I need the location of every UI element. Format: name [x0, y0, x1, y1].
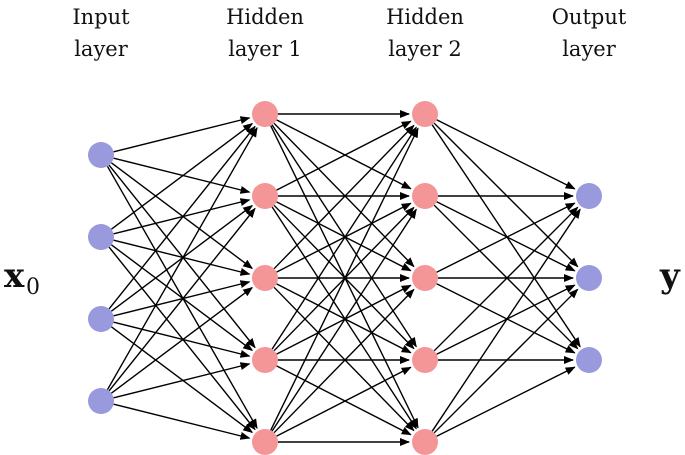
input-vector-label: x: [4, 256, 25, 296]
edge-l1n1-to-l2n3: [273, 204, 415, 350]
edge-l0n0-to-l1n0: [113, 116, 251, 153]
hidden-layer-2-title-line1: Hidden: [386, 5, 464, 29]
hidden-1-node-2: [252, 183, 278, 209]
input-layer-title-line2: layer: [74, 37, 129, 61]
edge-l2n1-to-l3n2: [433, 204, 579, 350]
edge-l0n3-to-l1n0: [106, 127, 258, 391]
edge-l0n2-to-l1n0: [108, 125, 256, 310]
output-layer-title-line2: layer: [562, 37, 617, 61]
edge-l0n3-to-l1n4: [113, 403, 251, 440]
input-node-4: [88, 388, 114, 414]
input-node-3: [88, 306, 114, 332]
edge-l0n1-to-l1n3: [110, 244, 253, 351]
output-vector-label: y: [659, 256, 681, 296]
edge-l1n1-to-l2n4: [271, 206, 417, 430]
output-node-1: [576, 183, 602, 209]
output-node-3: [576, 347, 602, 373]
edge-l1n3-to-l2n2: [276, 284, 412, 355]
hidden-layer-1-title-line2: layer 1: [228, 37, 302, 61]
edge-l1n2-to-l2n0: [273, 124, 415, 270]
hidden-1-node-3: [252, 265, 278, 291]
edge-l2n3-to-l3n1: [436, 284, 576, 355]
edge-l0n0-to-l1n2: [110, 162, 253, 269]
input-layer-title-line1: Input: [72, 5, 130, 29]
edge-l1n4-to-l2n1: [271, 208, 417, 432]
edge-l2n2-to-l3n2: [436, 283, 576, 354]
edge-l1n2-to-l2n4: [273, 286, 415, 432]
hidden-1-node-1: [252, 101, 278, 127]
output-node-2: [576, 265, 602, 291]
edge-l1n3-to-l2n0: [271, 126, 417, 350]
edge-l2n2-to-l3n0: [436, 202, 576, 273]
edge-l0n2-to-l1n2: [113, 280, 251, 317]
input-node-1: [88, 142, 114, 168]
edge-l2n4-to-l3n0: [431, 208, 581, 432]
hidden-2-node-5: [412, 429, 438, 455]
edge-l1n4-to-l2n0: [270, 127, 419, 431]
edge-l0n3-to-l1n1: [108, 207, 256, 392]
hidden-layer-1-title-line1: Hidden: [226, 5, 304, 29]
edge-l0n2-to-l1n3: [113, 321, 251, 358]
edge-l2n1-to-l3n1: [436, 201, 576, 272]
edge-l0n1-to-l1n2: [113, 239, 251, 276]
edge-l0n1-to-l1n0: [110, 122, 253, 230]
edge-l2n0-to-l3n0: [436, 119, 576, 190]
connection-edges: [106, 110, 581, 446]
input-node-2: [88, 224, 114, 250]
hidden-layer-2-title-line2: layer 2: [388, 37, 462, 61]
edge-l0n2-to-l1n4: [110, 326, 253, 433]
hidden-2-node-3: [412, 265, 438, 291]
edge-l1n2-to-l2n1: [276, 202, 412, 273]
hidden-2-node-2: [412, 183, 438, 209]
edge-l0n3-to-l1n2: [110, 287, 253, 394]
edge-l0n1-to-l1n1: [113, 198, 251, 235]
edge-l1n3-to-l2n4: [276, 365, 412, 436]
output-layer-title-line1: Output: [552, 5, 627, 29]
edge-l1n0-to-l2n2: [273, 122, 415, 268]
edge-l2n4-to-l3n2: [436, 366, 576, 437]
network-nodes: [88, 101, 602, 455]
edge-l1n1-to-l2n2: [276, 201, 412, 272]
edge-l1n4-to-l2n2: [273, 288, 415, 434]
edge-l2n3-to-l3n0: [433, 206, 579, 352]
edge-l2n0-to-l3n2: [431, 124, 581, 348]
edge-l1n2-to-l2n3: [276, 283, 412, 354]
hidden-1-node-5: [252, 429, 278, 455]
edge-l1n0-to-l2n3: [271, 124, 417, 348]
edge-l0n1-to-l1n4: [108, 246, 256, 431]
edge-l1n0-to-l2n1: [276, 119, 412, 190]
hidden-2-node-1: [412, 101, 438, 127]
edge-l0n0-to-l1n1: [113, 157, 251, 194]
edge-l1n4-to-l2n3: [276, 366, 412, 437]
hidden-2-node-4: [412, 347, 438, 373]
input-vector-subscript: 0: [26, 275, 40, 300]
edge-l0n3-to-l1n3: [113, 362, 251, 399]
edge-l0n0-to-l1n3: [108, 164, 256, 349]
edge-l2n0-to-l3n1: [433, 122, 579, 268]
edge-l1n1-to-l2n0: [276, 120, 412, 191]
hidden-1-node-4: [252, 347, 278, 373]
edge-l2n4-to-l3n1: [433, 288, 579, 434]
